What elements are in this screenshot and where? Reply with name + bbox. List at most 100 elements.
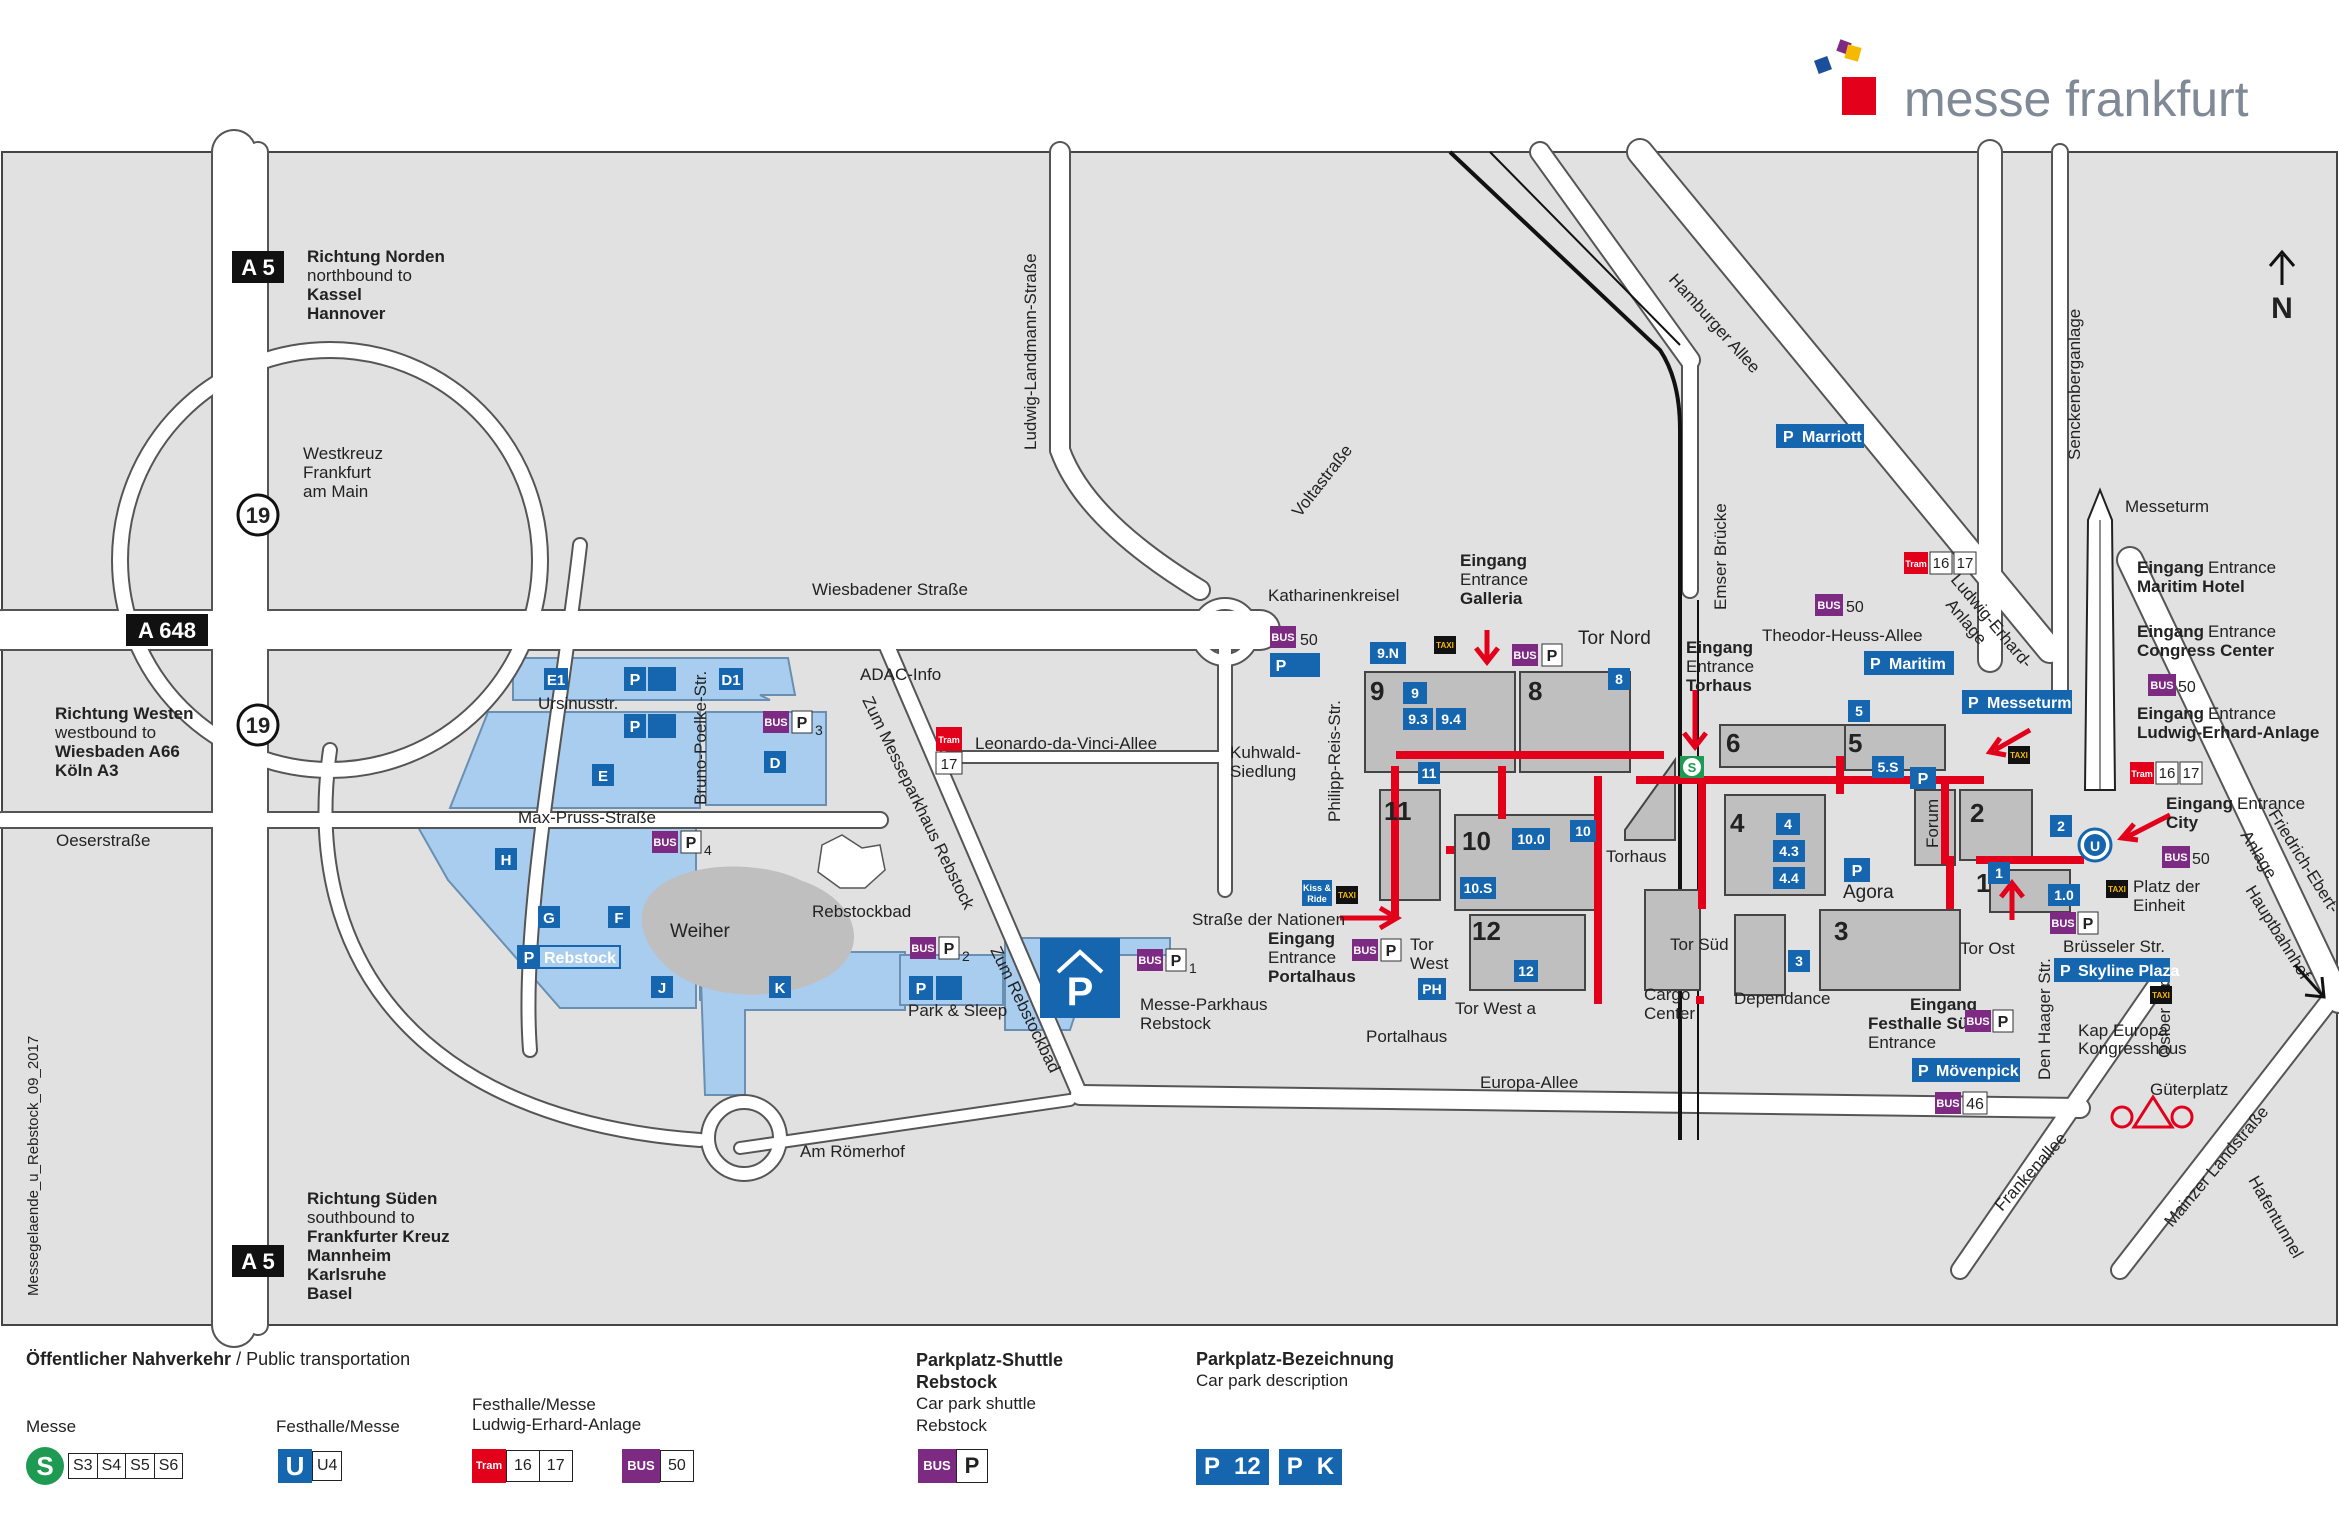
legend-tram: Tram 16 17: [472, 1449, 573, 1483]
svg-text:11: 11: [1384, 796, 1412, 826]
svg-text:J: J: [658, 980, 666, 997]
svg-text:P: P: [1918, 1063, 1929, 1080]
hauptbahnhof-arrow-icon: [2293, 963, 2326, 999]
svg-text:TAXI: TAXI: [1338, 891, 1356, 900]
svg-text:Cargo: Cargo: [1644, 985, 1690, 1004]
svg-text:Ludwig-Erhard-Anlage: Ludwig-Erhard-Anlage: [2137, 723, 2319, 742]
line-label: S3: [68, 1453, 98, 1479]
legend-ubahn: U U4: [278, 1449, 343, 1483]
svg-text:8: 8: [1615, 671, 1623, 687]
sbahn-icon[interactable]: S: [1680, 756, 1704, 778]
svg-text:Festhalle Süd: Festhalle Süd: [1868, 1014, 1979, 1033]
svg-text:A 5: A 5: [241, 1249, 274, 1274]
ubahn-icon: U: [278, 1449, 312, 1483]
svg-text:4: 4: [1784, 816, 1792, 832]
north-arrow-icon: N: [2268, 249, 2296, 325]
svg-text:Rebstock: Rebstock: [544, 950, 616, 967]
svg-text:9.4: 9.4: [1441, 711, 1461, 727]
svg-text:Straße der Nationen: Straße der Nationen: [1192, 910, 1345, 929]
svg-text:4: 4: [704, 842, 712, 858]
svg-text:E: E: [598, 768, 608, 785]
parking-lot-badges[interactable]: E1 D1 E D H G F J K: [495, 668, 791, 998]
svg-text:Portalhaus: Portalhaus: [1268, 967, 1356, 986]
svg-text:P: P: [630, 672, 641, 689]
svg-text:4.3: 4.3: [1779, 843, 1799, 859]
svg-text:Richtung Westen: Richtung Westen: [55, 704, 194, 723]
svg-text:TAXI: TAXI: [1436, 641, 1454, 650]
svg-text:Platz der: Platz der: [2133, 877, 2200, 896]
parking-icon[interactable]: P P P Rebstock P P: [517, 653, 1320, 1000]
svg-text:9.N: 9.N: [1377, 645, 1399, 661]
hall-badges[interactable]: 9.N 9 9.3 9.4 8 11 10.0 10 10.S 12 PH 4 …: [1370, 642, 2080, 1000]
brand-name: messe frankfurt: [1904, 71, 2249, 127]
svg-text:5.S: 5.S: [1877, 759, 1898, 775]
svg-text:BUS: BUS: [1271, 632, 1294, 644]
svg-text:Messeturm: Messeturm: [2125, 497, 2209, 516]
svg-text:P: P: [2083, 916, 2094, 933]
tram-icon[interactable]: Tram 17 Tram 16 17 Tram 16 17: [935, 551, 2203, 785]
svg-text:Eingang: Eingang: [2137, 622, 2204, 641]
svg-text:BUS: BUS: [2150, 680, 2173, 692]
legend-festhalle-label: Festhalle/Messe: [276, 1417, 400, 1436]
line-label: 16: [506, 1450, 540, 1482]
svg-text:BUS: BUS: [1936, 1098, 1959, 1110]
svg-text:southbound to: southbound to: [307, 1208, 415, 1227]
svg-text:Eingang: Eingang: [2137, 704, 2204, 723]
svg-text:9.3: 9.3: [1408, 711, 1428, 727]
svg-text:5: 5: [1848, 728, 1862, 758]
svg-text:Europa-Allee: Europa-Allee: [1480, 1073, 1578, 1092]
legend-parking-sub: Car park description: [1196, 1371, 1349, 1390]
svg-text:Tram: Tram: [938, 735, 960, 745]
svg-text:BUS: BUS: [2164, 852, 2187, 864]
svg-text:P: P: [1968, 695, 1979, 712]
weiher-pond: [641, 866, 854, 995]
svg-text:Tor Nord: Tor Nord: [1578, 628, 1651, 649]
svg-text:4: 4: [1730, 808, 1745, 838]
svg-text:Entrance: Entrance: [2208, 558, 2276, 577]
svg-text:Rebstock: Rebstock: [1140, 1014, 1211, 1033]
svg-text:Mövenpick: Mövenpick: [1936, 1063, 2019, 1080]
svg-text:Tor: Tor: [1410, 935, 1434, 954]
svg-text:A 648: A 648: [138, 618, 196, 643]
messe-logo-icon: [1814, 39, 1876, 115]
svg-text:16: 16: [2159, 765, 2176, 782]
svg-text:9: 9: [1370, 676, 1384, 706]
direction-labels: Richtung Norden northbound to Kassel Han…: [54, 247, 450, 1303]
svg-text:Wiesbadener Straße: Wiesbadener Straße: [812, 580, 968, 599]
ubahn-icon[interactable]: U: [2077, 827, 2113, 863]
legend-shuttle-icon: BUS P: [918, 1449, 988, 1483]
svg-text:P: P: [1171, 953, 1182, 970]
svg-text:Ludwig-Landmann-Straße: Ludwig-Landmann-Straße: [1021, 253, 1040, 450]
svg-text:BUS: BUS: [1513, 650, 1536, 662]
parking-garage-icon[interactable]: P: [1040, 938, 1120, 1018]
svg-text:Wiesbaden A66: Wiesbaden A66: [55, 742, 180, 761]
rebstockbad-building: [817, 834, 886, 889]
svg-text:3: 3: [1834, 916, 1848, 946]
svg-text:19: 19: [246, 503, 270, 528]
svg-text:BUS: BUS: [2051, 918, 2074, 930]
svg-text:P: P: [2060, 963, 2071, 980]
svg-text:D: D: [770, 755, 781, 772]
entrance-arrow-icon: [1340, 630, 2172, 931]
svg-text:Entrance: Entrance: [2208, 622, 2276, 641]
line-label: 50: [660, 1450, 694, 1482]
svg-text:P: P: [1870, 656, 1881, 673]
svg-text:Maritim Hotel: Maritim Hotel: [2137, 577, 2245, 596]
svg-text:Richtung Norden: Richtung Norden: [307, 247, 445, 266]
svg-text:50: 50: [1846, 599, 1864, 616]
svg-text:westbound to: westbound to: [54, 723, 156, 742]
svg-text:1: 1: [1976, 868, 1990, 898]
svg-text:Park & Sleep: Park & Sleep: [908, 1001, 1007, 1020]
svg-text:Eingang: Eingang: [1910, 995, 1977, 1014]
svg-text:6: 6: [1726, 728, 1740, 758]
svg-text:Entrance: Entrance: [2208, 704, 2276, 723]
svg-text:Congress Center: Congress Center: [2137, 641, 2274, 660]
svg-text:50: 50: [1300, 632, 1318, 649]
svg-text:P: P: [1998, 1014, 2009, 1031]
road-shields: A 5 A 5 A 648 19 19: [126, 251, 284, 1277]
